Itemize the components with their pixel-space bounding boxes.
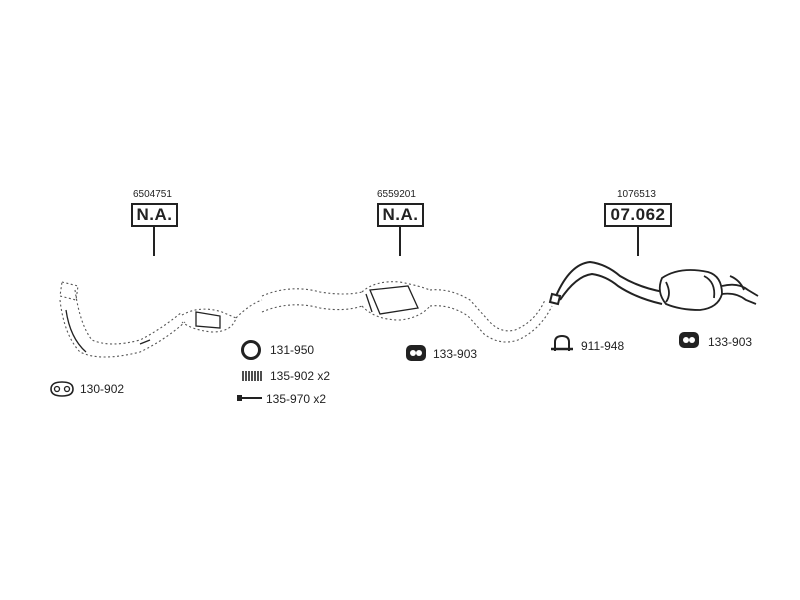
component-ref-centre-section: 6559201 — [377, 189, 416, 200]
component-box-front-pipe[interactable]: N.A. — [131, 203, 178, 227]
centre-converter — [365, 285, 419, 315]
ring-gasket-icon — [241, 340, 261, 360]
rear-silencer — [658, 269, 723, 311]
part-number-rubber-hanger-rear[interactable]: 133-903 — [708, 335, 753, 349]
component-box-rear-silencer[interactable]: 07.062 — [604, 203, 672, 227]
part-number-spring[interactable]: 135-902 x2 — [270, 369, 331, 383]
bolt-icon — [237, 395, 262, 401]
centre-section-outline — [361, 281, 553, 343]
tailpipe — [721, 275, 759, 305]
rear-pipe — [548, 260, 665, 306]
u-clamp-icon — [551, 334, 573, 351]
rubber-hanger-icon — [406, 345, 426, 361]
part-number-bolt[interactable]: 135-970 x2 — [266, 392, 327, 406]
rubber-hanger-icon — [679, 332, 699, 348]
component-box-centre-section[interactable]: N.A. — [377, 203, 424, 227]
part-number-flange-gasket[interactable]: 130-902 — [80, 382, 125, 396]
part-number-ring-gasket[interactable]: 131-950 — [270, 343, 315, 357]
flange-gasket-icon — [50, 381, 74, 397]
component-ref-front-pipe: 6504751 — [133, 189, 172, 200]
front-pipe-outline — [59, 281, 363, 358]
spring-icon — [242, 371, 262, 381]
part-number-rubber-hanger-centre[interactable]: 133-903 — [433, 347, 478, 361]
part-number-u-clamp[interactable]: 911-948 — [581, 339, 625, 353]
front-pipe-solid-parts — [65, 309, 221, 353]
component-ref-rear-silencer: 1076513 — [617, 189, 656, 200]
